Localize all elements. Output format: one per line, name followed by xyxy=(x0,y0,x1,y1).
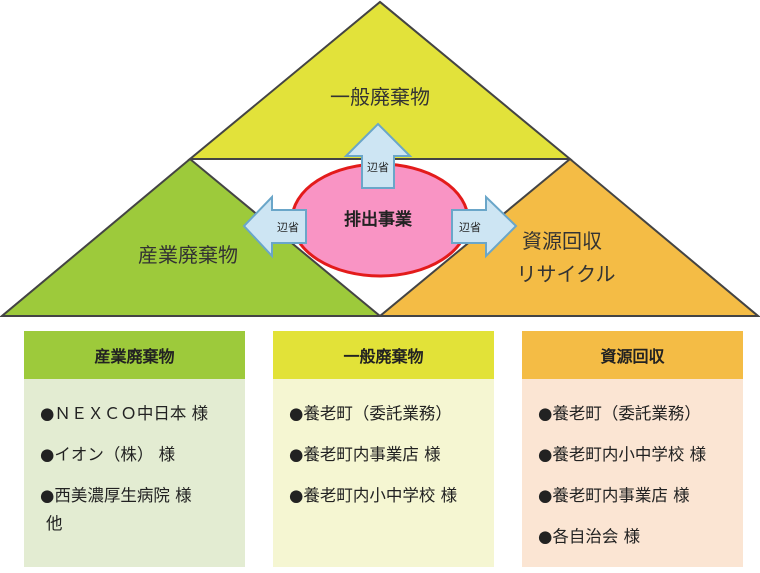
label-emission-business: 排出事業 xyxy=(344,209,412,230)
arrow-left-label: 辺省 xyxy=(277,221,299,234)
list-item: ●西美濃厚生病院 様 xyxy=(40,486,192,505)
label-recycle: リサイクル xyxy=(517,262,616,286)
list-item: ●養老町内事業店 様 xyxy=(289,445,441,464)
resource-recovery-panel: 資源回収 ●養老町（委託業務） ●養老町内小中学校 様 ●養老町内事業店 様 ●… xyxy=(522,331,743,567)
list-item: ●イオン（株） 様 xyxy=(40,445,176,464)
list-item: ●ＮＥＸＣＯ中日本 様 xyxy=(40,404,209,423)
label-resource-recovery: 資源回収 xyxy=(522,229,602,253)
arrow-left xyxy=(242,194,307,259)
list-item: ●養老町（委託業務） xyxy=(538,404,701,423)
arrow-right xyxy=(451,194,518,259)
label-industrial-waste: 産業廃棄物 xyxy=(138,243,238,267)
industrial-waste-panel: 産業廃棄物 ●ＮＥＸＣＯ中日本 様 ●イオン（株） 様 ●西美濃厚生病院 様 他 xyxy=(24,331,245,567)
list-item: ●養老町内小中学校 様 xyxy=(289,486,458,505)
industrial-waste-panel-title: 産業廃棄物 xyxy=(24,331,245,379)
resource-recovery-panel-title: 資源回収 xyxy=(522,331,743,379)
arrow-up-label: 辺省 xyxy=(367,161,389,174)
waste-triangle-diagram: 一般廃棄物 産業廃棄物 資源回収 リサイクル 排出事業 辺省 辺省 辺省 xyxy=(0,0,760,317)
industrial-waste-list: ●ＮＥＸＣＯ中日本 様 ●イオン（株） 様 ●西美濃厚生病院 様 他 xyxy=(24,379,245,538)
list-item: ●養老町（委託業務） xyxy=(289,404,452,423)
list-item: ●各自治会 様 xyxy=(538,527,641,546)
general-waste-panel: 一般廃棄物 ●養老町（委託業務） ●養老町内事業店 様 ●養老町内小中学校 様 xyxy=(273,331,494,567)
list-item-continuation: 他 xyxy=(46,514,63,533)
general-waste-panel-title: 一般廃棄物 xyxy=(273,331,494,379)
arrow-up xyxy=(343,122,413,189)
arrow-right-label: 辺省 xyxy=(459,221,481,234)
resource-recovery-list: ●養老町（委託業務） ●養老町内小中学校 様 ●養老町内事業店 様 ●各自治会 … xyxy=(522,379,743,557)
list-item: ●養老町内事業店 様 xyxy=(538,486,690,505)
list-item: ●養老町内小中学校 様 xyxy=(538,445,707,464)
general-waste-list: ●養老町（委託業務） ●養老町内事業店 様 ●養老町内小中学校 様 xyxy=(273,379,494,516)
label-general-waste: 一般廃棄物 xyxy=(330,85,430,109)
